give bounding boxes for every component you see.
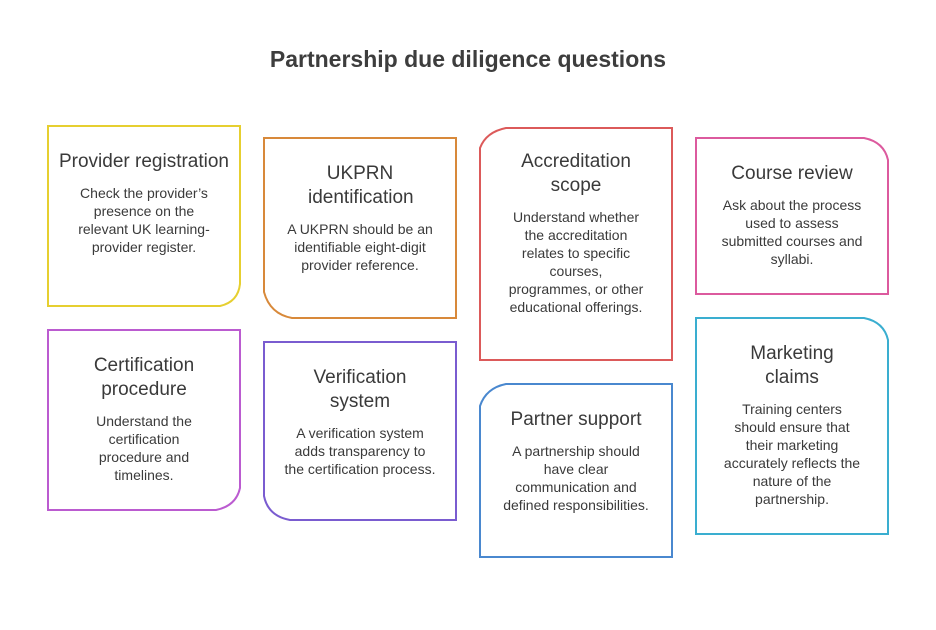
card-frame-ukprn-identification: [263, 137, 457, 319]
card-body: Understand whether the accreditation rel…: [508, 209, 644, 315]
card-title: Accreditation scope: [521, 151, 631, 196]
card-frame-provider-registration: [47, 125, 241, 307]
card-title: Verification system: [313, 367, 407, 412]
card-title: Certification procedure: [93, 355, 195, 400]
card-marketing-claims: Marketing claims Training centers should…: [696, 342, 888, 508]
card-title: Marketing claims: [750, 343, 834, 388]
card-body: Ask about the process used to assess sub…: [721, 197, 863, 267]
card-verification-system: Verification system A verification syste…: [264, 366, 456, 478]
card-accreditation-scope: Accreditation scope Understand whether t…: [480, 150, 672, 316]
page-title: Partnership due diligence questions: [269, 46, 667, 72]
card-partner-support: Partner support A partnership should hav…: [480, 408, 672, 514]
card-title: UKPRN identification: [308, 163, 414, 208]
card-course-review: Course review Ask about the process used…: [696, 162, 888, 268]
card-frame-accreditation-scope: [479, 127, 673, 361]
card-body: Training centers should ensure that thei…: [723, 401, 861, 507]
card-provider-registration: Provider registration Check the provider…: [48, 150, 240, 256]
card-body: Understand the certification procedure a…: [96, 413, 192, 483]
card-ukprn-identification: UKPRN identification A UKPRN should be a…: [264, 162, 456, 274]
card-frame-verification-system: [263, 341, 457, 521]
card-body: Check the provider’s presence on the rel…: [78, 185, 210, 255]
card-body: A verification system adds transparency …: [284, 425, 436, 477]
card-title: Provider registration: [58, 151, 230, 172]
card-title: Partner support: [510, 409, 642, 430]
card-body: A partnership should have clear communic…: [503, 443, 649, 513]
card-body: A UKPRN should be an identifiable eight-…: [287, 221, 433, 273]
card-frame-course-review: [695, 137, 889, 295]
card-title: Course review: [731, 163, 853, 184]
card-frame-marketing-claims: [695, 317, 889, 535]
card-frame-certification-procedure: [47, 329, 241, 511]
card-certification-procedure: Certification procedure Understand the c…: [48, 354, 240, 484]
card-frame-partner-support: [479, 383, 673, 558]
